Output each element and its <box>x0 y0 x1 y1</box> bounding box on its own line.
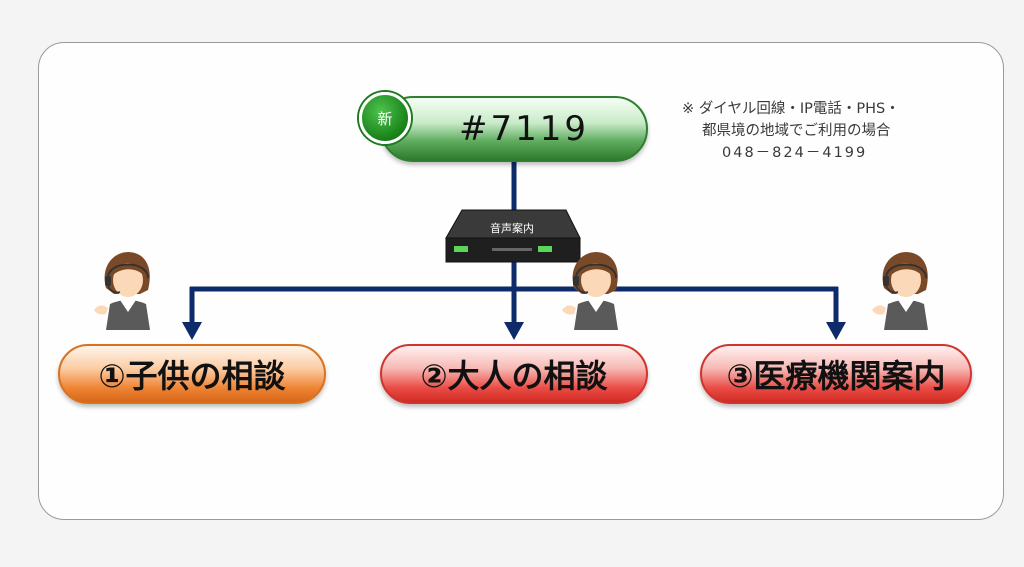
note-line-2: 都県境の地域でご利用の場合 <box>702 123 891 139</box>
operator-icon <box>562 252 618 330</box>
router-icon: 音声案内 <box>444 208 582 266</box>
operator-icon <box>872 252 928 330</box>
dial-note: ※ ダイヤル回線・IP電話・PHS・ 都県境の地域でご利用の場合 048－824… <box>682 98 982 164</box>
option-child-consultation: ①子供の相談 <box>58 344 326 404</box>
arrow-center <box>504 322 524 340</box>
new-badge: 新 <box>359 92 411 144</box>
note-phone-number: 048－824－4199 <box>722 145 868 161</box>
operator-icon <box>94 252 150 330</box>
option-medical-guide: ③医療機関案内 <box>700 344 972 404</box>
main-number-pill: #7119 <box>380 96 648 162</box>
arrow-left <box>182 322 202 340</box>
main-number: #7119 <box>458 109 589 149</box>
option-adult-consultation: ②大人の相談 <box>380 344 648 404</box>
arrow-right <box>826 322 846 340</box>
router-label: 音声案内 <box>490 222 534 235</box>
note-line-1: ※ ダイヤル回線・IP電話・PHS・ <box>682 101 900 117</box>
